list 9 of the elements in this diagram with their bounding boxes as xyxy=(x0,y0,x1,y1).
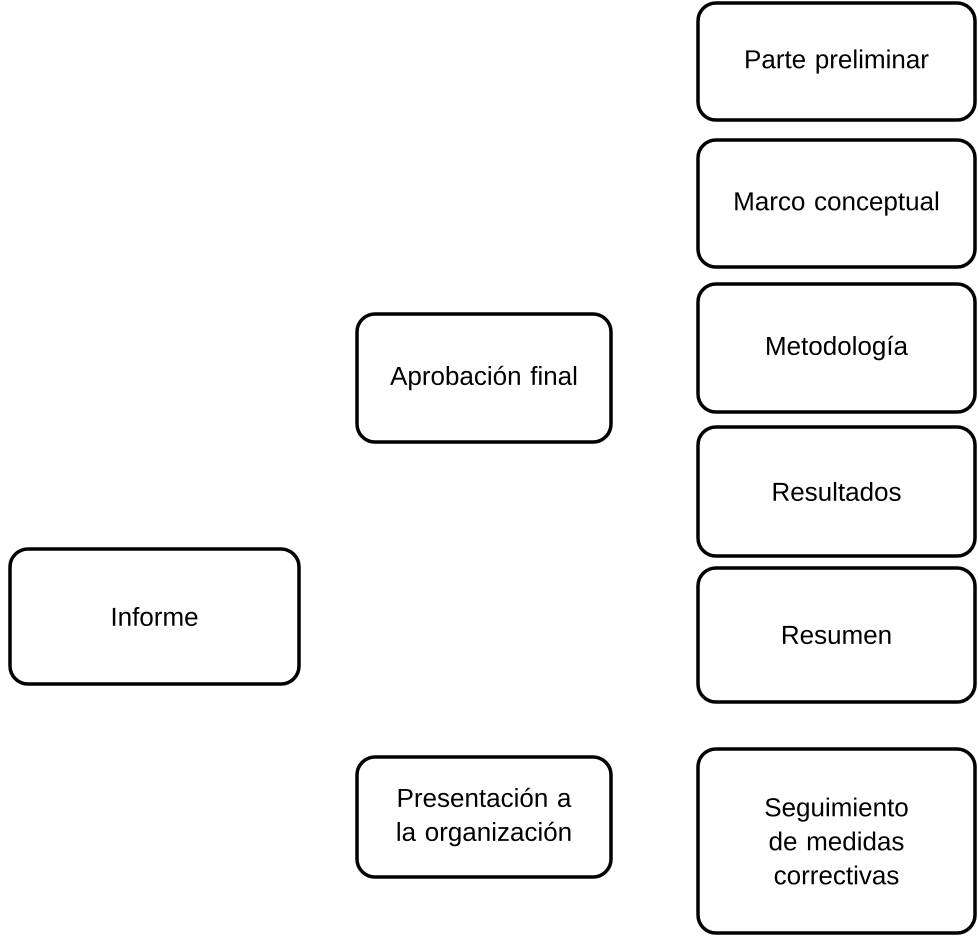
process-box: Resultados xyxy=(696,425,977,558)
process-box: Resumen xyxy=(696,566,977,704)
process-box: Informe xyxy=(8,547,301,686)
process-box: Presentación a la organización xyxy=(355,755,613,879)
process-box: Parte preliminar xyxy=(696,1,977,122)
process-box: Metodología xyxy=(696,282,977,414)
process-box: Seguimiento de medidas correctivas xyxy=(696,747,977,935)
process-box: Aprobación final xyxy=(355,312,613,444)
process-box: Marco conceptual xyxy=(696,138,977,269)
